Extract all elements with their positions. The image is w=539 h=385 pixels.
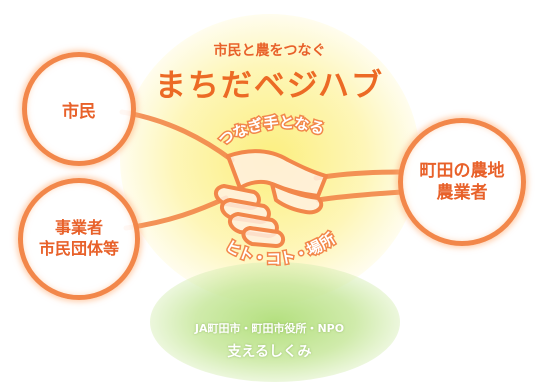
node-citizens: 市民 <box>22 52 136 166</box>
node-citizens-label: 市民 <box>62 101 96 122</box>
handshake-icon <box>214 149 328 248</box>
green-glow-background <box>150 262 400 382</box>
handshake-finger-4 <box>241 226 285 248</box>
band-right-lower <box>315 189 405 203</box>
node-farmland: 町田の農地 農業者 <box>398 118 526 246</box>
band-bottom-left <box>123 195 229 231</box>
handshake-thumb <box>270 182 324 215</box>
node-businesses-line1: 事業者 <box>54 218 103 238</box>
node-farmland-line2: 農業者 <box>436 183 488 203</box>
band-right <box>313 169 403 181</box>
tagline: 市民と農をつなぐ <box>213 43 326 59</box>
brand-title: まちだベジハブ <box>154 68 385 104</box>
support-label: 支えるしくみ <box>227 344 312 360</box>
connector-top-label: つなぎ手となる <box>215 113 326 149</box>
band-top-left <box>119 109 235 163</box>
support-organizations: JA町田市・町田市役所・NPO <box>194 322 345 335</box>
connector-top-text: つなぎ手となる <box>214 112 328 151</box>
node-businesses: 事業者 市民団体等 <box>18 178 140 300</box>
node-businesses-line2: 市民団体等 <box>38 239 119 258</box>
handshake-upper-hand <box>226 149 328 198</box>
node-farmland-line1: 町田の農地 <box>419 160 505 181</box>
